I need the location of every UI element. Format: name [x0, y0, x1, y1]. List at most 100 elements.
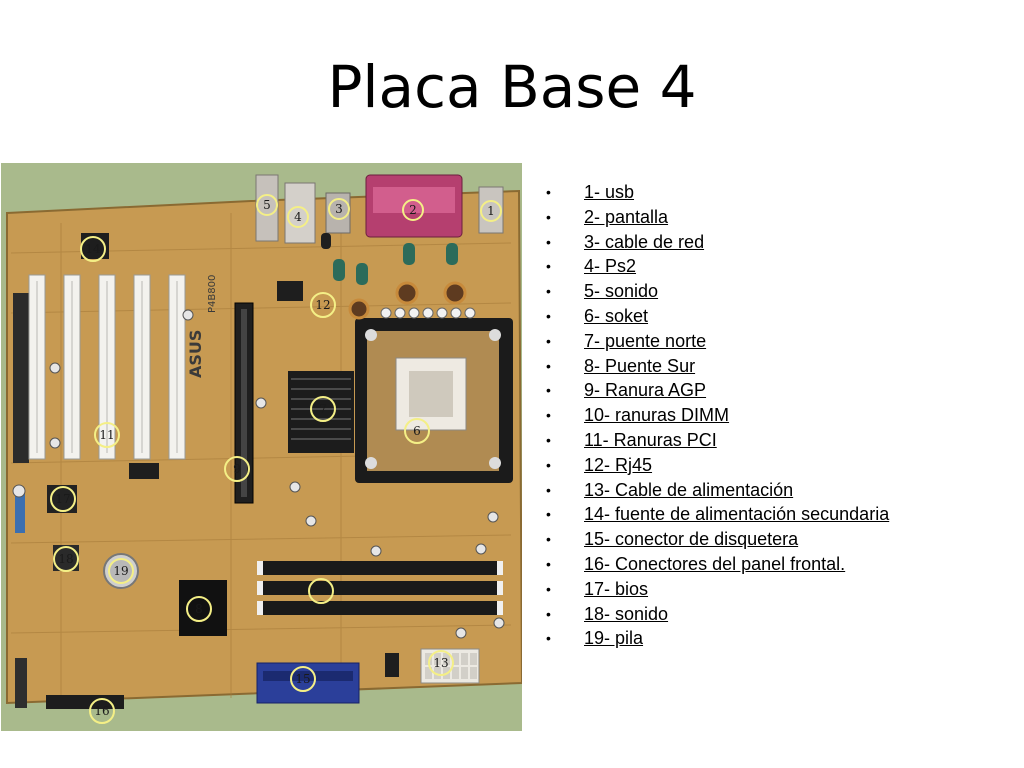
legend-item: •18- sonido — [546, 602, 889, 627]
legend-item: • 17- bios — [546, 577, 889, 602]
legend-link-cable-de-alimentacion[interactable]: 13- Cable de alimentación — [584, 479, 794, 500]
bullet-icon: • — [546, 332, 551, 349]
svg-text:4: 4 — [294, 210, 302, 224]
legend-link-sonido-2[interactable]: 18- sonido — [584, 603, 669, 624]
legend-link-pila[interactable]: 19- pila — [584, 628, 644, 649]
svg-text:7: 7 — [319, 402, 327, 416]
svg-text:6: 6 — [413, 424, 421, 438]
legend-link-cable-de-red[interactable]: 3- cable de red — [584, 231, 705, 252]
bullet-icon: • — [546, 407, 551, 424]
usb-ports — [478, 186, 504, 234]
legend-link-puente-norte[interactable]: 7- puente norte — [584, 330, 707, 351]
legend-link-usb[interactable]: 1- usb — [584, 182, 635, 202]
legend-link-puente-sur[interactable]: 8- Puente Sur — [584, 355, 696, 376]
marker-16: 16 — [89, 698, 115, 724]
legend-item: • 16- Conectores del panel frontal. — [546, 552, 889, 577]
svg-text:13: 13 — [433, 656, 448, 670]
marker-14: 14 — [80, 236, 106, 262]
svg-text:2: 2 — [409, 203, 417, 217]
bullet-icon: • — [546, 258, 551, 275]
legend-link-conector-disquetera[interactable]: 15- conector de disquetera — [584, 529, 799, 550]
marker-12: 12 — [310, 292, 336, 318]
bullet-icon: • — [546, 580, 551, 597]
component-legend: •1- usb •2- pantalla •3- cable de red •4… — [546, 180, 889, 651]
legend-link-pantalla[interactable]: 2- pantalla — [584, 206, 669, 227]
marker-18: 18 — [53, 546, 79, 572]
svg-text:9: 9 — [233, 462, 241, 476]
bullet-icon: • — [546, 630, 551, 647]
svg-text:10: 10 — [313, 584, 328, 598]
northbridge-heatsink — [288, 371, 354, 453]
legend-item: •1- usb — [546, 180, 889, 205]
legend-link-fuente-secundaria[interactable]: 14- fuente de alimentación secundaria — [584, 504, 890, 525]
legend-link-ranuras-dimm[interactable]: 10- ranuras DIMM — [584, 405, 730, 426]
legend-item: • 4- Ps2 — [546, 254, 889, 279]
legend-item: • 7- puente norte — [546, 329, 889, 354]
bullet-icon: • — [546, 531, 551, 548]
marker-4: 4 — [287, 206, 309, 228]
bullet-icon: • — [546, 208, 551, 225]
slide-title: Placa Base 4 — [327, 53, 697, 121]
legend-item: • 11- Ranuras PCI — [546, 428, 889, 453]
cpu-socket-area — [355, 318, 513, 483]
bullet-icon: • — [546, 233, 551, 250]
board-brand-mark: ASUS — [186, 330, 205, 378]
motherboard-illustration: ASUS P4B800 — [1, 163, 522, 731]
legend-link-ps2[interactable]: 4- Ps2 — [584, 256, 637, 277]
legend-link-panel-frontal[interactable]: 16- Conectores del panel frontal. — [584, 553, 846, 574]
legend-item: • 9- Ranura AGP — [546, 378, 889, 403]
marker-5: 5 — [256, 194, 278, 216]
svg-text:11: 11 — [99, 428, 114, 442]
svg-text:12: 12 — [315, 298, 330, 312]
bullet-icon: • — [546, 431, 551, 448]
legend-link-sonido[interactable]: 5- sonido — [584, 281, 659, 302]
svg-text:15: 15 — [295, 672, 310, 686]
marker-15: 15 — [290, 666, 316, 692]
legend-link-ranuras-pci[interactable]: 11- Ranuras PCI — [584, 429, 717, 450]
marker-3: 3 — [328, 198, 350, 220]
svg-text:17: 17 — [55, 492, 70, 506]
board-model-mark: P4B800 — [207, 275, 218, 313]
svg-text:5: 5 — [263, 198, 271, 212]
marker-6: 6 — [404, 418, 430, 444]
marker-8: 8 — [186, 596, 212, 622]
svg-text:14: 14 — [85, 242, 101, 256]
marker-19: 19 — [108, 558, 134, 584]
marker-9: 9 — [224, 456, 250, 482]
legend-item: • 3- cable de red — [546, 230, 889, 255]
marker-2: 2 — [402, 199, 424, 221]
svg-text:19: 19 — [113, 564, 128, 578]
bullet-icon: • — [546, 382, 551, 399]
legend-link-ranura-agp[interactable]: 9- Ranura AGP — [584, 380, 707, 401]
bullet-icon: • — [546, 357, 551, 374]
legend-link-rj45[interactable]: 12- Rj45 — [584, 454, 653, 475]
legend-item: •6- soket — [546, 304, 889, 329]
svg-text:18: 18 — [58, 552, 73, 566]
marker-17: 17 — [50, 486, 76, 512]
legend-item: • 2- pantalla — [546, 205, 889, 230]
pci-slots — [28, 274, 186, 460]
bullet-icon: • — [546, 506, 551, 523]
marker-1: 1 — [480, 200, 502, 222]
svg-text:16: 16 — [94, 704, 109, 718]
ps2-ports — [284, 182, 316, 244]
bullet-icon: • — [546, 456, 551, 473]
svg-text:3: 3 — [335, 202, 343, 216]
legend-link-bios[interactable]: 17- bios — [584, 578, 649, 599]
svg-text:1: 1 — [487, 204, 495, 218]
marker-13: 13 — [428, 650, 454, 676]
marker-11: 11 — [94, 422, 120, 448]
left-header-strip — [13, 293, 29, 463]
bullet-icon: • — [546, 555, 551, 572]
motherboard-photo: ASUS P4B800 — [1, 163, 522, 731]
legend-link-soket[interactable]: 6- soket — [584, 305, 649, 326]
legend-item: • 14- fuente de alimentación secundaria — [546, 502, 889, 527]
legend-item: • 10- ranuras DIMM — [546, 403, 889, 428]
bullet-icon: • — [546, 481, 551, 498]
legend-item: • 15- conector de disquetera — [546, 527, 889, 552]
vrm-components — [321, 233, 476, 320]
marker-10: 10 — [308, 578, 334, 604]
audio-jack-stack — [255, 174, 279, 242]
svg-text:8: 8 — [195, 602, 203, 616]
legend-item: • 13- Cable de alimentación — [546, 478, 889, 503]
